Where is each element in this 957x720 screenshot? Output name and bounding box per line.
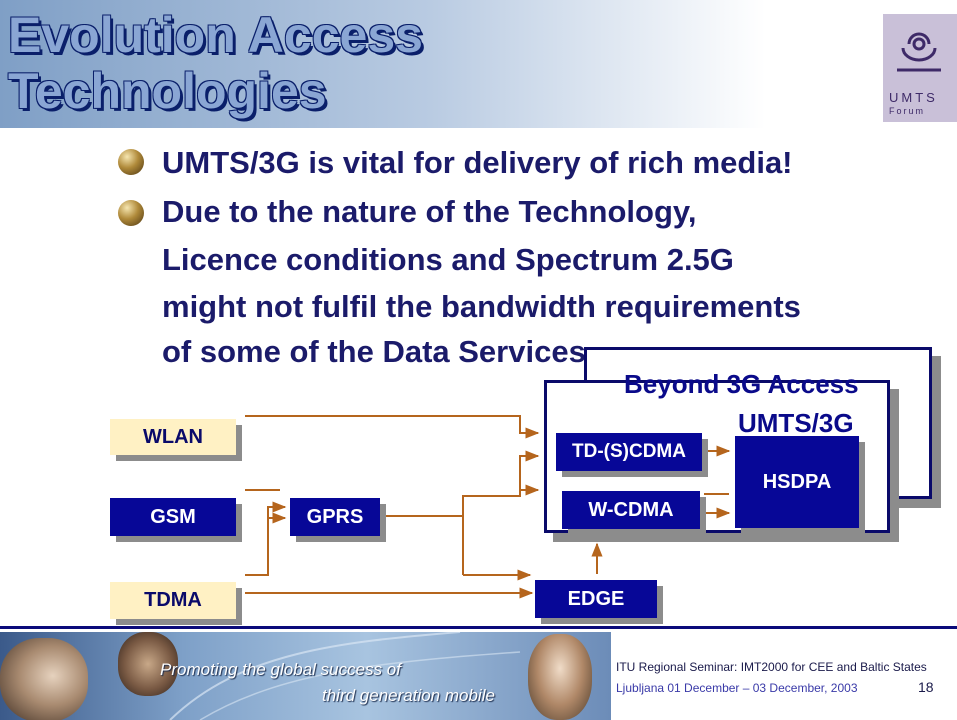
tdma-node: TDMA [110,582,236,619]
beyond-3g-label: Beyond 3G Access [624,369,859,399]
td-scdma-node: TD-(S)CDMA [556,433,702,471]
footer-rule [0,626,957,629]
footer-banner: Promoting the global success of third ge… [0,632,611,720]
bullet-2-line3: might not fulfil the bandwidth requireme… [162,289,801,324]
banner-photo-left [0,638,88,720]
w-cdma-node: W-CDMA [562,491,700,529]
banner-photo-right [528,634,592,720]
footer-date-text: Ljubljana 01 December – 03 December, 200… [616,681,858,695]
bullet-icon [118,149,144,175]
banner-text-line2: third generation mobile [322,686,495,705]
logo-text-umts: UMTS [889,90,938,105]
bullet-2-line4: of some of the Data Services [162,334,586,369]
gsm-node: GSM [110,498,236,536]
slide-title-line1: Evolution Access [8,7,423,63]
bullet-2-line2: Licence conditions and Spectrum 2.5G [162,242,734,277]
footer-seminar-text: ITU Regional Seminar: IMT2000 for CEE an… [616,660,927,674]
title-band [0,0,957,128]
umts-3g-label: UMTS/3G [738,408,854,438]
gprs-node: GPRS [290,498,380,536]
slide-title-line2: Technologies [8,63,327,119]
bullet-1-line1: UMTS/3G is vital for delivery of rich me… [162,145,793,180]
banner-photo-middle [118,632,178,696]
hsdpa-node: HSDPA [735,436,859,528]
banner-swoosh-icon [169,632,521,720]
umts-forum-logo: UMTS Forum [883,14,957,122]
logo-swirl-icon [897,32,941,72]
wlan-node: WLAN [110,419,236,455]
page-number: 18 [918,679,934,695]
bullet-2-line1: Due to the nature of the Technology, [162,194,697,229]
logo-text-forum: Forum [889,106,926,116]
bullet-icon [118,200,144,226]
banner-text-line1: Promoting the global success of [160,660,401,679]
edge-node: EDGE [535,580,657,618]
